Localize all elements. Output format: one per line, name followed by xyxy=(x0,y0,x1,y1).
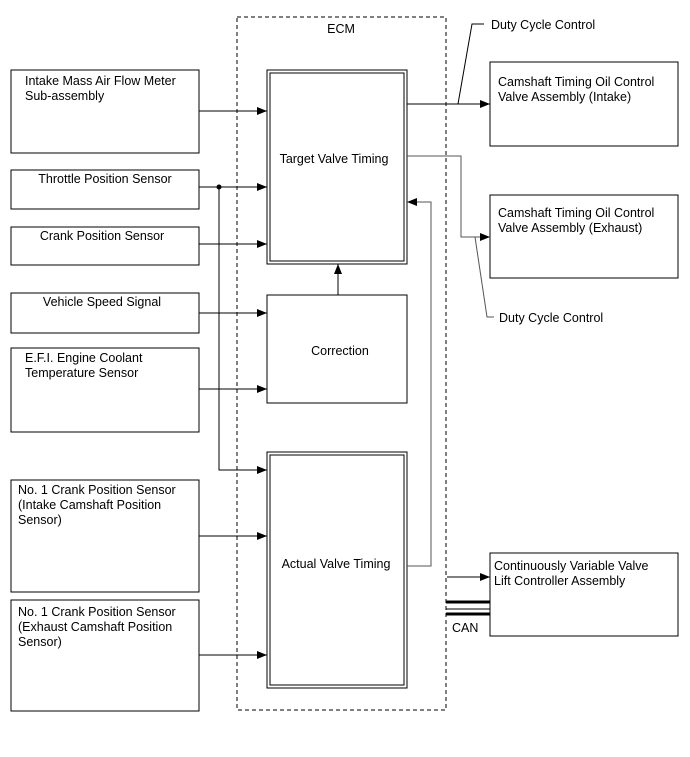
can-label: CAN xyxy=(452,621,478,635)
intake-camshaft-sensor-box: No. 1 Crank Position Sensor(Intake Camsh… xyxy=(10,479,200,593)
svg-text:Crank Position Sensor: Crank Position Sensor xyxy=(40,229,164,243)
svg-text:Throttle Position Sensor: Throttle Position Sensor xyxy=(38,172,171,186)
duty-cycle-control-top-label: Duty Cycle Control xyxy=(491,18,595,32)
exhaust-camshaft-sensor-box: No. 1 Crank Position Sensor(Exhaust Cams… xyxy=(10,599,200,712)
vehicle-speed-signal-box: Vehicle Speed Signal xyxy=(10,292,200,334)
svg-text:Vehicle Speed Signal: Vehicle Speed Signal xyxy=(43,295,161,309)
target-to-exhaust-ocv-arrow xyxy=(407,155,490,241)
svg-text:Correction: Correction xyxy=(311,344,369,358)
svg-text:No. 1 Crank Position Sensor(In: No. 1 Crank Position Sensor(Intake Camsh… xyxy=(18,483,176,527)
duty-top-leader xyxy=(457,23,484,105)
can-bus-lines xyxy=(446,600,490,616)
svg-text:Actual Valve Timing: Actual Valve Timing xyxy=(282,557,391,571)
ecm-title: ECM xyxy=(327,22,355,36)
target-valve-timing-block: Target Valve Timing xyxy=(266,69,408,265)
svg-text:No. 1 Crank Position Sensor(Ex: No. 1 Crank Position Sensor(Exhaust Cams… xyxy=(18,605,176,649)
crank-position-sensor-box: Crank Position Sensor xyxy=(10,226,200,266)
duty-bottom-leader xyxy=(474,236,494,318)
actual-valve-timing-block: Actual Valve Timing xyxy=(266,451,408,689)
ecm-boundary xyxy=(236,16,447,711)
throttle-position-sensor-box: Throttle Position Sensor xyxy=(10,169,200,210)
correction-block: Correction xyxy=(266,294,408,404)
throttle-to-actual-arrow xyxy=(218,187,267,474)
svg-text:Target Valve Timing: Target Valve Timing xyxy=(280,152,389,166)
duty-cycle-control-bottom-label: Duty Cycle Control xyxy=(499,311,603,325)
actual-feedback-arrow xyxy=(407,198,432,567)
